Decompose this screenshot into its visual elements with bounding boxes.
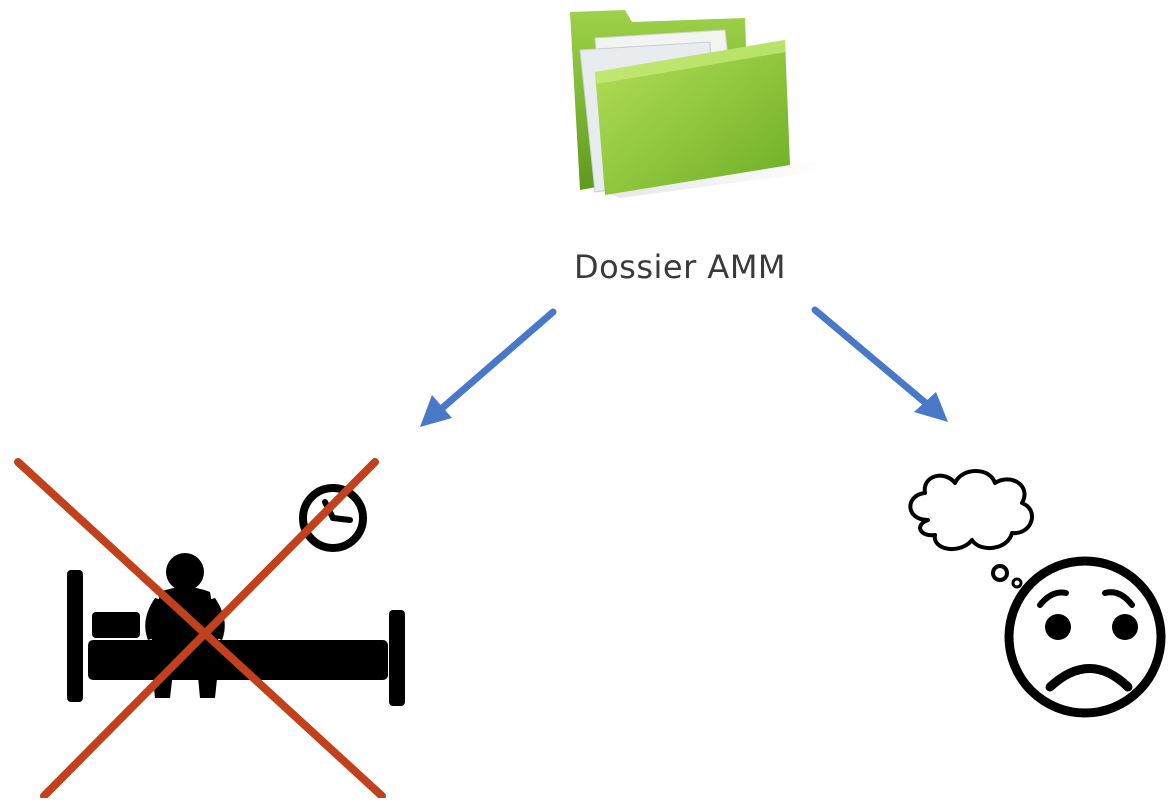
folder-icon xyxy=(540,0,830,205)
thought-bubble-icon xyxy=(908,469,1034,589)
left-arrow xyxy=(420,308,557,427)
right-outcome xyxy=(900,465,1169,735)
right-arrow xyxy=(811,306,948,422)
folder-label: Dossier AMM xyxy=(573,248,787,286)
left-outcome xyxy=(10,450,420,800)
cross-out-icon xyxy=(14,458,386,800)
worried-face-icon xyxy=(1004,556,1166,718)
sleeping-person-bed-icon xyxy=(67,553,405,706)
clock-icon xyxy=(299,484,367,552)
